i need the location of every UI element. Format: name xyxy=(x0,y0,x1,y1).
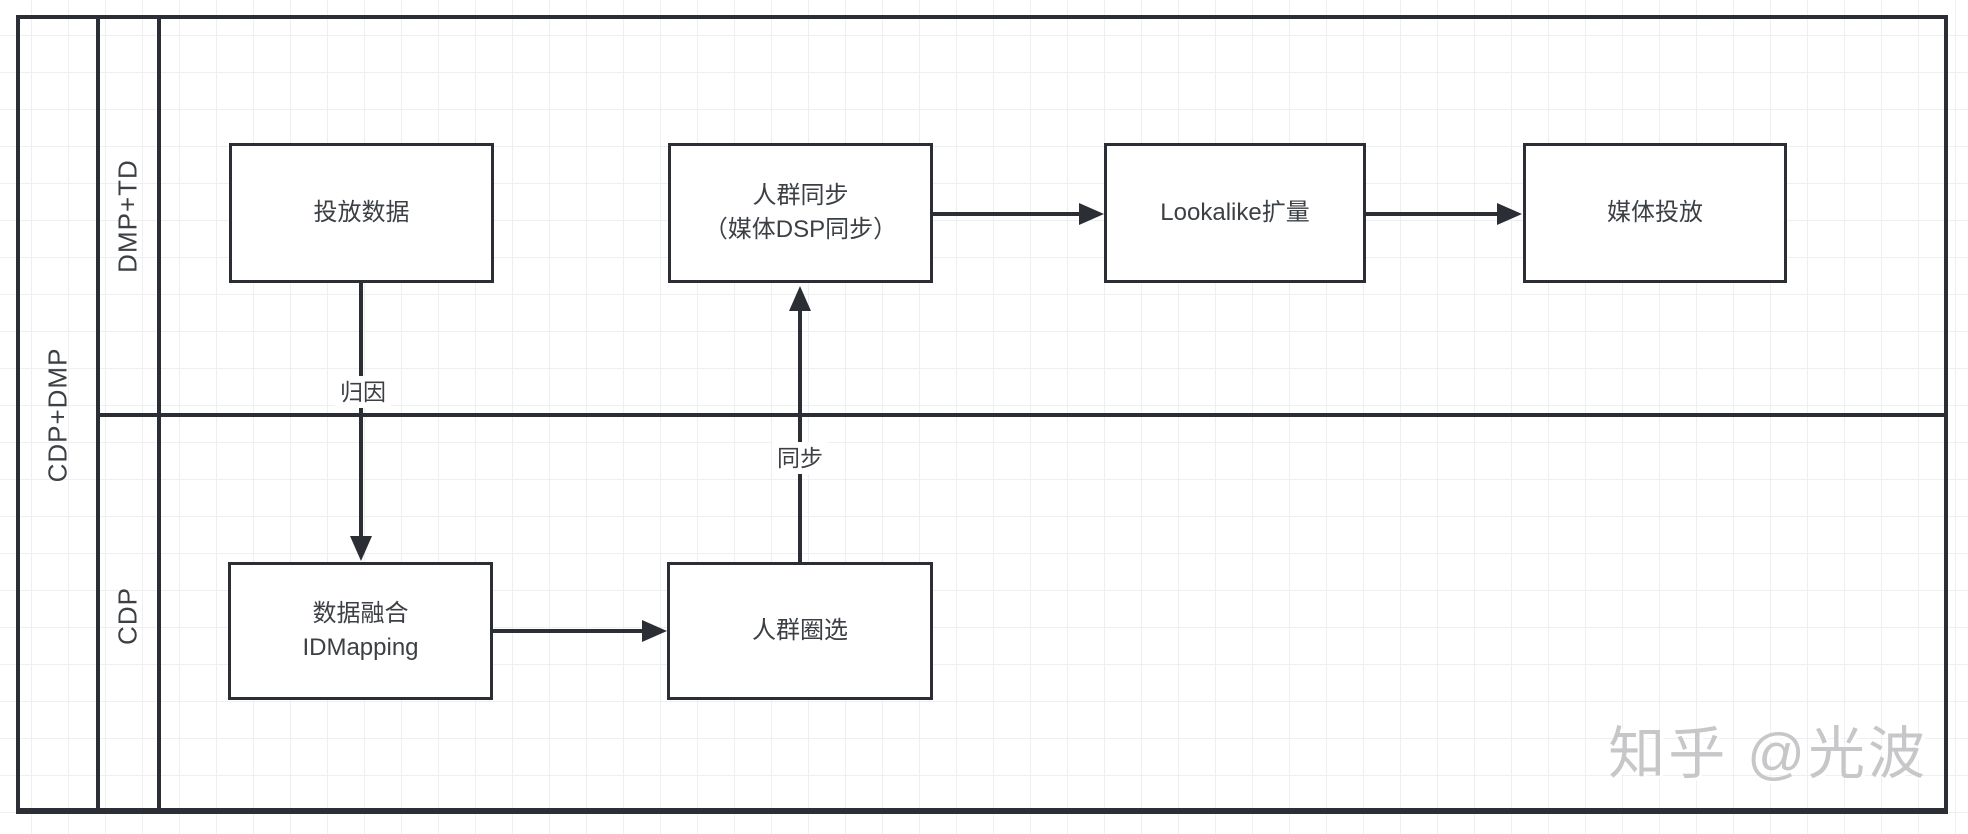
node-media-delivery-label: 媒体投放 xyxy=(1607,199,1703,226)
pool-title: CDP+DMP xyxy=(42,347,73,483)
arrow-sync-shaft xyxy=(798,310,802,562)
edge-label-attribution: 归因 xyxy=(335,376,391,408)
lane-label-dmp-td: DMP+TD xyxy=(112,159,143,273)
arrow-sync-head xyxy=(789,286,811,311)
edge-label-sync: 同步 xyxy=(772,442,828,474)
node-data-fusion-idmapping: 数据融合 IDMapping xyxy=(228,562,493,700)
arrow-lookalike-to-media-shaft xyxy=(1366,212,1499,216)
node-ad-delivery-data: 投放数据 xyxy=(229,143,494,283)
node-audience-segmentation-label: 人群圈选 xyxy=(752,617,848,644)
arrow-sync-to-lookalike-head xyxy=(1079,203,1104,225)
node-data-fusion-label-line2: IDMapping xyxy=(302,634,419,661)
arrow-fusion-to-segmentation-head xyxy=(642,620,667,642)
node-lookalike-expansion: Lookalike扩量 xyxy=(1104,143,1366,283)
node-audience-sync: 人群同步 （媒体DSP同步） xyxy=(668,143,933,283)
node-media-delivery: 媒体投放 xyxy=(1523,143,1787,283)
lane-label-cdp: CDP xyxy=(112,587,143,645)
node-lookalike-expansion-label: Lookalike扩量 xyxy=(1160,199,1310,226)
node-data-fusion-label-line1: 数据融合 xyxy=(312,600,409,627)
arrow-fusion-to-segmentation-shaft xyxy=(493,629,644,633)
arrow-sync-to-lookalike-shaft xyxy=(933,212,1081,216)
arrow-lookalike-to-media-head xyxy=(1497,203,1522,225)
node-audience-sync-label-line1: 人群同步 xyxy=(752,182,849,209)
zhihu-watermark: 知乎 @光波 xyxy=(1608,722,1928,786)
node-audience-sync-label-line2: （媒体DSP同步） xyxy=(703,216,898,243)
lane-divider-line xyxy=(96,413,1948,417)
arrow-attribution-head xyxy=(350,536,372,561)
node-audience-segmentation: 人群圈选 xyxy=(667,562,933,700)
arrow-attribution-shaft xyxy=(359,283,363,537)
node-ad-delivery-data-label: 投放数据 xyxy=(313,199,410,226)
